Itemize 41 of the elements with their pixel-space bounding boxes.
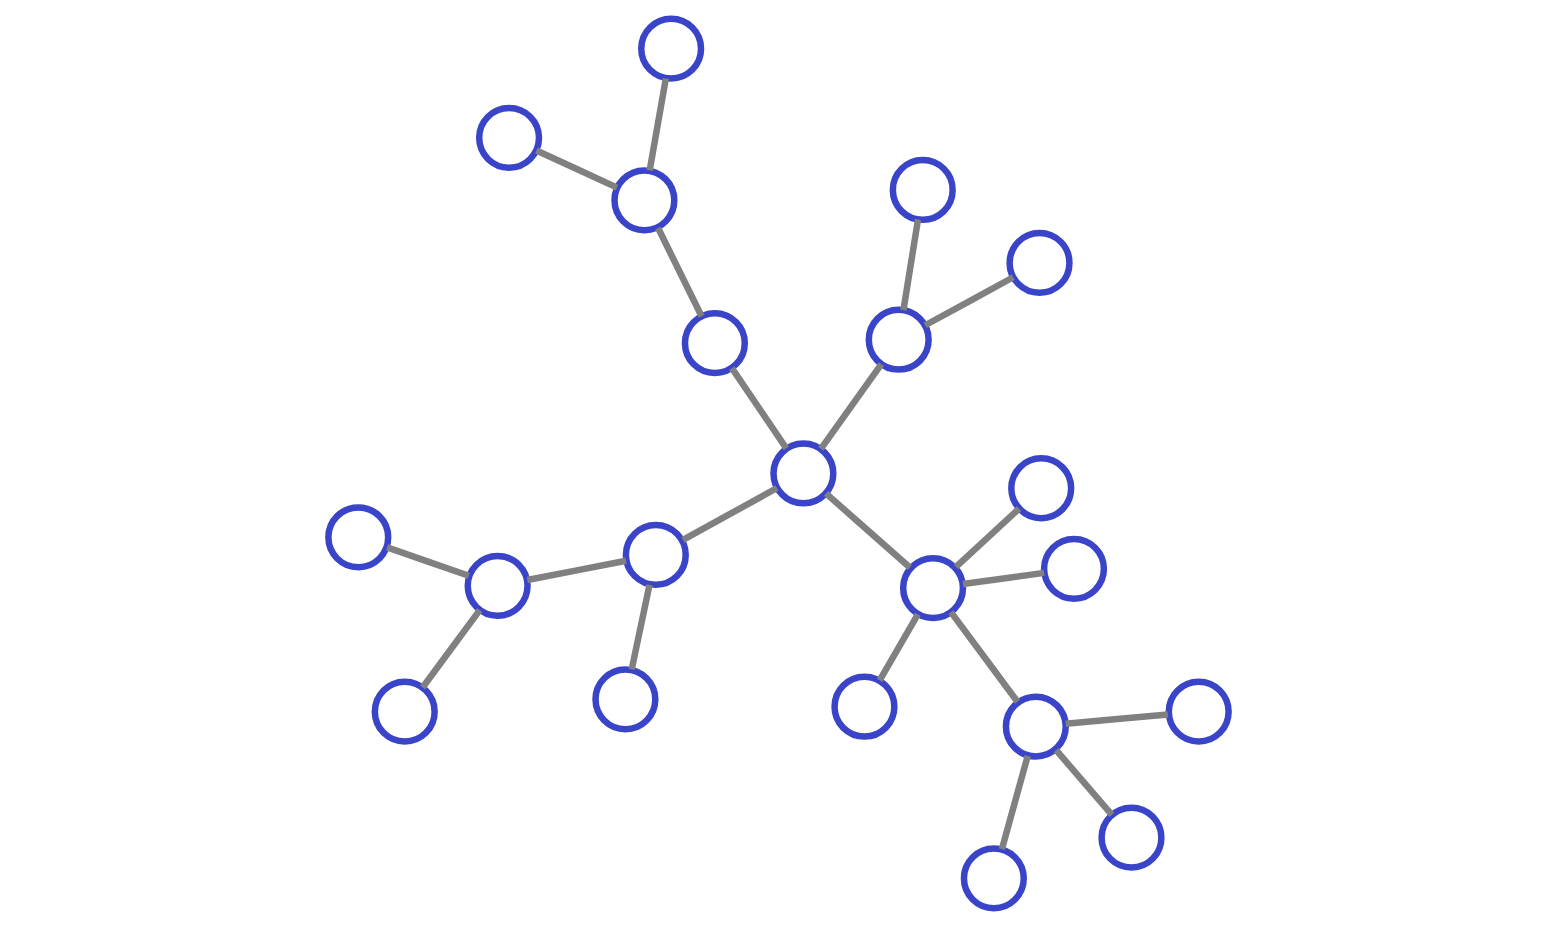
connector [646,77,669,171]
connector [817,362,884,451]
connector [876,612,921,683]
connector [680,485,779,543]
node-circle [899,554,966,622]
connector [823,491,912,570]
connector [1053,748,1114,817]
node-circle [1040,535,1107,602]
node-circle [1165,678,1232,745]
connector [534,147,618,191]
node-circle [464,552,531,619]
node-circle [610,167,678,234]
node-circle [681,310,748,377]
node-circle [1007,455,1074,522]
node-circle [1005,229,1073,297]
node-circle [769,440,837,507]
connector [923,274,1015,329]
node-circle [1097,804,1165,871]
connector [628,584,653,671]
connector [962,569,1045,588]
connector [526,557,627,584]
node-circle [865,306,932,373]
connector [385,544,470,579]
connector [1064,711,1168,728]
node-circle [591,666,659,733]
node-circle [324,504,391,571]
node-circle [830,673,898,740]
connector [728,366,789,451]
node-circle [637,15,704,82]
node-circle [371,678,438,745]
node-circle [622,521,689,589]
node-circle [889,156,956,224]
node-circle [475,104,542,171]
connector [654,226,705,318]
connector [419,608,482,690]
node-circle [1002,693,1069,760]
connector [947,610,1020,704]
connector [953,506,1021,570]
node-circle [960,845,1027,912]
connector [899,218,921,311]
connector [998,754,1031,851]
